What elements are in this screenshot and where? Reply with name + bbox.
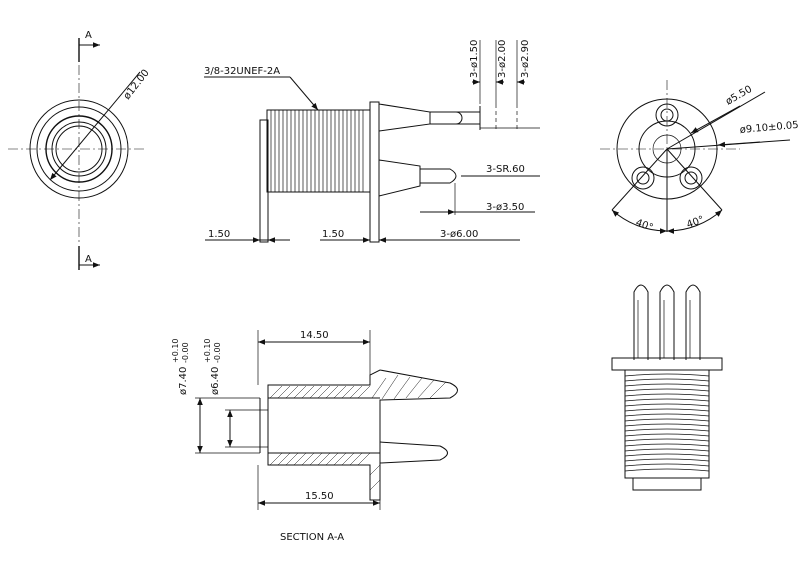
pin-dia-3-label: 3-ø2.90 bbox=[520, 40, 531, 78]
section-mark-bottom: A bbox=[85, 254, 92, 265]
bolt-dia-label: ø5.50 bbox=[724, 84, 754, 108]
dim-mid-label: 1.50 bbox=[322, 229, 344, 240]
dia-a-tol-up-label: +0.10 bbox=[171, 338, 180, 363]
pcd-dia-label: ø9.10±0.05 bbox=[739, 120, 799, 136]
section-view: 14.50 15.50 ø7.40 +0.10 -0.00 ø6.40 +0.1… bbox=[171, 330, 458, 543]
section-mark-top: A bbox=[85, 30, 92, 41]
dia-b-main-label: ø6.40 bbox=[210, 367, 221, 395]
length-bottom-label: 15.50 bbox=[305, 491, 334, 502]
pin-dia-5-label: 3-ø6.00 bbox=[440, 229, 478, 240]
dia-a-main-label: ø7.40 bbox=[178, 367, 189, 395]
section-title: SECTION A-A bbox=[280, 532, 344, 543]
pin-dia-4-label: 3-ø3.50 bbox=[486, 202, 524, 213]
outer-diameter-label: ø12.00 bbox=[122, 68, 152, 102]
dia-b-tol-dn-label: -0.00 bbox=[213, 342, 222, 363]
angle-right-label: 40° bbox=[685, 214, 705, 230]
pin-dia-1-label: 3-ø1.50 bbox=[469, 40, 480, 78]
dia-b-tol-up-label: +0.10 bbox=[203, 338, 212, 363]
pin-dia-2-label: 3-ø2.00 bbox=[497, 40, 508, 78]
isometric-render bbox=[611, 284, 723, 491]
tip-radius-label: 3-SR.60 bbox=[486, 164, 525, 175]
side-view: 3-ø1.50 3-ø2.00 3-ø2.90 3/8-32UNEF-2A 3-… bbox=[204, 40, 540, 243]
thread-label: 3/8-32UNEF-2A bbox=[204, 66, 280, 77]
length-top-label: 14.50 bbox=[300, 330, 329, 341]
dia-a-tol-dn-label: -0.00 bbox=[181, 342, 190, 363]
angle-left-label: 40° bbox=[634, 217, 654, 233]
rear-view: ø5.50 ø9.10±0.05 40° 40° bbox=[600, 80, 799, 234]
front-view: A A ø12.00 bbox=[8, 30, 152, 270]
dim-left-label: 1.50 bbox=[208, 229, 230, 240]
